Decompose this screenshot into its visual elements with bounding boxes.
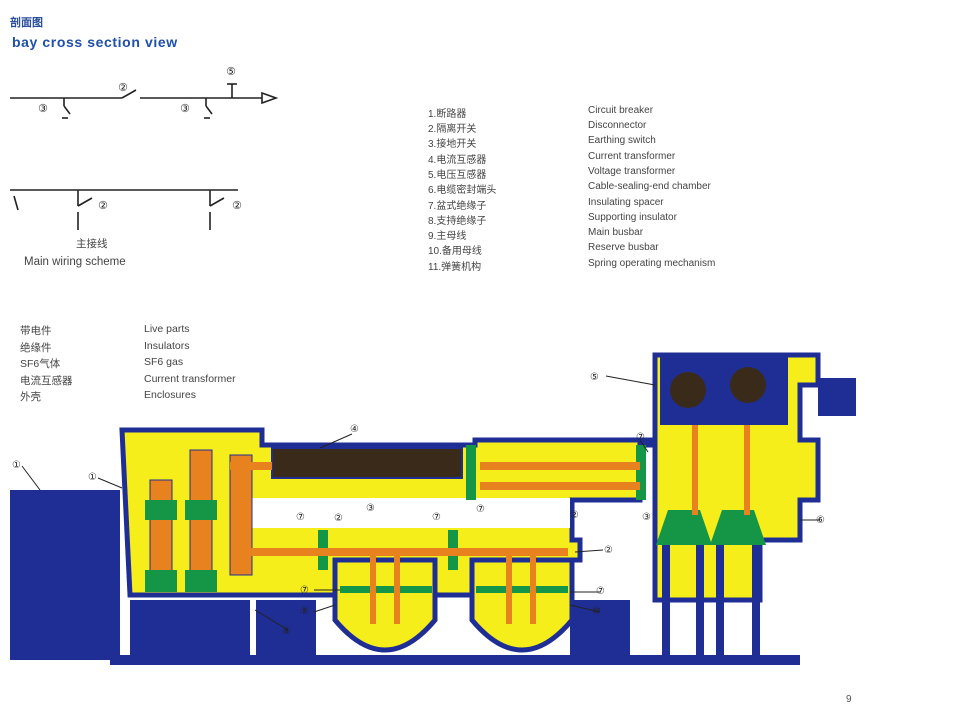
current-transformer bbox=[271, 447, 463, 479]
callout-2b: ② bbox=[570, 510, 579, 521]
voltage-transformer-core bbox=[730, 367, 766, 403]
component-cn: 5.电压互感器 bbox=[428, 170, 487, 181]
marker-2c: ② bbox=[232, 199, 242, 212]
callout-9: ⑨ bbox=[300, 606, 309, 617]
wiring-label-cn: 主接线 bbox=[76, 238, 108, 250]
support-post bbox=[570, 600, 630, 655]
callout-7c: ⑦ bbox=[476, 504, 485, 515]
component-cn: 8.支持绝缘子 bbox=[428, 216, 487, 227]
mechanism-cabinet bbox=[10, 490, 120, 660]
enclosure-gap bbox=[250, 498, 570, 528]
callout-11: ① bbox=[12, 460, 21, 471]
main-busbar-chamber bbox=[332, 557, 438, 653]
cable-cone bbox=[710, 510, 766, 545]
callout-6: ⑥ bbox=[816, 515, 825, 526]
callout-7b: ⑦ bbox=[432, 512, 441, 523]
component-cn: 9.主母线 bbox=[428, 231, 467, 242]
callout-5: ⑤ bbox=[590, 372, 599, 383]
callout-2a: ② bbox=[334, 513, 343, 524]
callout-7d: ⑦ bbox=[636, 432, 645, 443]
callout-3a: ③ bbox=[366, 503, 375, 514]
component-en: Spring operating mechanism bbox=[588, 258, 716, 269]
callout-10: ⑩ bbox=[592, 606, 601, 617]
callout-7f: ⑦ bbox=[300, 585, 309, 596]
marker-3b: ③ bbox=[180, 102, 190, 115]
material-en: Current transformer bbox=[144, 373, 236, 385]
marker-2: ② bbox=[118, 81, 128, 94]
title-chinese: 剖面图 bbox=[10, 17, 43, 29]
component-en: Current transformer bbox=[588, 151, 676, 162]
callout-8: ⑧ bbox=[282, 626, 291, 637]
component-cn: 3.接地开关 bbox=[428, 139, 477, 150]
marker-2b: ② bbox=[98, 199, 108, 212]
support-base bbox=[130, 600, 250, 660]
callout-7a: ⑦ bbox=[296, 512, 305, 523]
material-cn: 带电件 bbox=[20, 325, 52, 337]
material-cn: 电流互感器 bbox=[20, 375, 73, 387]
marker-5: ⑤ bbox=[226, 65, 236, 78]
material-en: Live parts bbox=[144, 323, 190, 335]
component-cn: 2.隔离开关 bbox=[428, 124, 477, 135]
component-cn: 10.备用母线 bbox=[428, 246, 482, 257]
component-cn: 4.电流互感器 bbox=[428, 155, 487, 166]
component-cn: 7.盆式绝缘子 bbox=[428, 201, 487, 212]
spring-mechanism-box bbox=[818, 378, 856, 416]
component-en: Earthing switch bbox=[588, 135, 656, 146]
cable-cone bbox=[656, 510, 712, 545]
callout-7e: ⑦ bbox=[596, 586, 605, 597]
base-frame bbox=[110, 655, 800, 665]
component-cn: 11.弹簧机构 bbox=[428, 262, 482, 273]
component-en: Voltage transformer bbox=[588, 166, 676, 177]
callout-4: ④ bbox=[350, 424, 359, 435]
material-en: Enclosures bbox=[144, 389, 196, 401]
voltage-transformer-core bbox=[670, 372, 706, 408]
component-cn: 1.断路器 bbox=[428, 109, 467, 120]
wiring-label-en: Main wiring scheme bbox=[24, 256, 126, 268]
component-en: Insulating spacer bbox=[588, 197, 664, 208]
page-number: 9 bbox=[846, 694, 852, 705]
callout-3b: ③ bbox=[642, 512, 651, 523]
title-english: bay cross section view bbox=[12, 34, 178, 50]
marker-3a: ③ bbox=[38, 102, 48, 115]
callout-1: ① bbox=[88, 472, 97, 483]
material-cn: 外壳 bbox=[20, 391, 41, 403]
material-en: SF6 gas bbox=[144, 356, 184, 368]
component-en: Cable-sealing-end chamber bbox=[588, 181, 711, 192]
reserve-busbar-chamber bbox=[469, 557, 575, 653]
component-en: Main busbar bbox=[588, 227, 644, 238]
component-en: Reserve busbar bbox=[588, 242, 659, 253]
component-en: Disconnector bbox=[588, 120, 647, 131]
component-en: Supporting insulator bbox=[588, 212, 677, 223]
callout-2c: ② bbox=[604, 545, 613, 556]
material-cn: 绝缘件 bbox=[20, 342, 52, 354]
component-en: Circuit breaker bbox=[588, 105, 654, 116]
material-en: Insulators bbox=[144, 340, 190, 352]
material-cn: SF6气体 bbox=[20, 358, 61, 370]
component-cn: 6.电缆密封端头 bbox=[428, 185, 497, 196]
support-post bbox=[256, 600, 316, 655]
